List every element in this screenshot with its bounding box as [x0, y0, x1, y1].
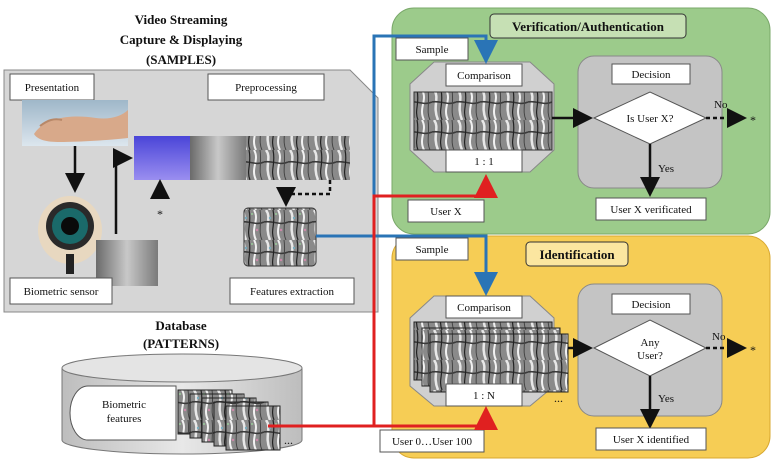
- biometric-features-label-line-1: Biometric: [102, 399, 146, 411]
- blue-sample-arrows: [316, 34, 498, 296]
- identification-question-line-2: User?: [637, 350, 663, 362]
- verification-comparison-label-box: [445, 63, 523, 87]
- identification-title: Identification: [539, 247, 615, 262]
- identification-result-box: [595, 427, 707, 451]
- samples-panel: Video Streaming Capture & Displaying (SA…: [3, 12, 379, 313]
- identification-users-label: User 0…User 100: [392, 436, 473, 448]
- database-title-line-2: (PATTERNS): [143, 336, 219, 351]
- red-arrow-to-verification: [268, 174, 498, 428]
- samples-title-line-2: Capture & Displaying: [120, 32, 243, 47]
- verification-no-label: No: [714, 99, 728, 111]
- identification-comparison-stack: [413, 321, 569, 393]
- identification-comparison-label-box: [445, 295, 523, 319]
- biometric-sensor-camera: [38, 196, 102, 274]
- identification-decision-label: Decision: [631, 299, 671, 311]
- verification-question: Is User X?: [626, 113, 673, 125]
- biometric-features-label-line-2: features: [107, 413, 142, 425]
- verification-decision-label-box: [611, 63, 691, 85]
- identification-sample-label: Sample: [416, 244, 449, 256]
- identification-sample-label-box: [395, 237, 469, 261]
- presentation-label-box: [9, 73, 95, 101]
- features-extraction-label: Features extraction: [250, 286, 334, 298]
- verification-user-label-box: [407, 199, 485, 223]
- identification-ratio: 1 : N: [473, 390, 495, 402]
- verification-ratio: 1 : 1: [474, 156, 494, 168]
- database-feature-stack: [177, 389, 281, 451]
- identification-ellipsis: ...: [554, 391, 563, 405]
- samples-title-line-3: (SAMPLES): [146, 52, 216, 67]
- verification-user-label: User X: [430, 206, 462, 218]
- identification-decision-label-box: [611, 293, 691, 315]
- identification-question-line-1: Any: [641, 337, 660, 349]
- blue-arrow-to-verification: [316, 34, 498, 238]
- blue-arrow-to-identification: [374, 234, 498, 296]
- database-cylinder-top: [61, 353, 303, 383]
- red-arrow-to-identification: [374, 406, 498, 430]
- verification-title-box: [489, 13, 687, 39]
- verification-decision-label: Decision: [631, 69, 671, 81]
- features-extraction-label-box: [229, 277, 355, 305]
- verification-comparison-image: [413, 91, 553, 151]
- preprocessing-asterisk: *: [157, 207, 163, 221]
- verification-asterisk: *: [750, 113, 756, 127]
- verification-ratio-box: [445, 149, 523, 173]
- red-pattern-arrows: [268, 174, 498, 430]
- preprocessing-label-box: [207, 73, 325, 101]
- biometric-features-label-box: [69, 385, 177, 441]
- verification-comparison-label: Comparison: [457, 70, 511, 82]
- biometric-sensor-label-box: [9, 277, 113, 305]
- identification-no-label: No: [712, 331, 726, 343]
- database-section: Database (PATTERNS) Biometric features .…: [61, 318, 303, 455]
- presentation-label: Presentation: [25, 82, 80, 94]
- database-title-line-1: Database: [155, 318, 207, 333]
- verification-yes-label: Yes: [658, 163, 674, 175]
- preprocessing-label: Preprocessing: [235, 82, 297, 94]
- biometric-sensor-label: Biometric sensor: [24, 286, 99, 298]
- identification-result: User X identified: [613, 434, 690, 446]
- identification-asterisk: *: [750, 343, 756, 357]
- identification-comparison-label: Comparison: [457, 302, 511, 314]
- hand-presentation-image: [22, 100, 128, 146]
- database-ellipsis: ...: [284, 433, 293, 447]
- verification-sample-label-box: [395, 37, 469, 61]
- verification-result-box: [595, 197, 707, 221]
- identification-yes-label: Yes: [658, 393, 674, 405]
- samples-title-line-1: Video Streaming: [135, 12, 228, 27]
- dashed-arrow-to-features: [276, 180, 332, 207]
- preprocessing-image-strip: [134, 136, 350, 180]
- arrow-sensor-to-preprocessing: [113, 148, 133, 234]
- identification-users-label-box: [379, 429, 485, 453]
- verification-title: Verification/Authentication: [512, 19, 665, 34]
- features-extraction-image: [243, 207, 317, 267]
- verification-panel: Verification/Authentication Sample Compa…: [391, 7, 771, 235]
- verification-sample-label: Sample: [416, 44, 449, 56]
- identification-title-box: [525, 241, 629, 267]
- verification-result: User X verificated: [610, 204, 692, 216]
